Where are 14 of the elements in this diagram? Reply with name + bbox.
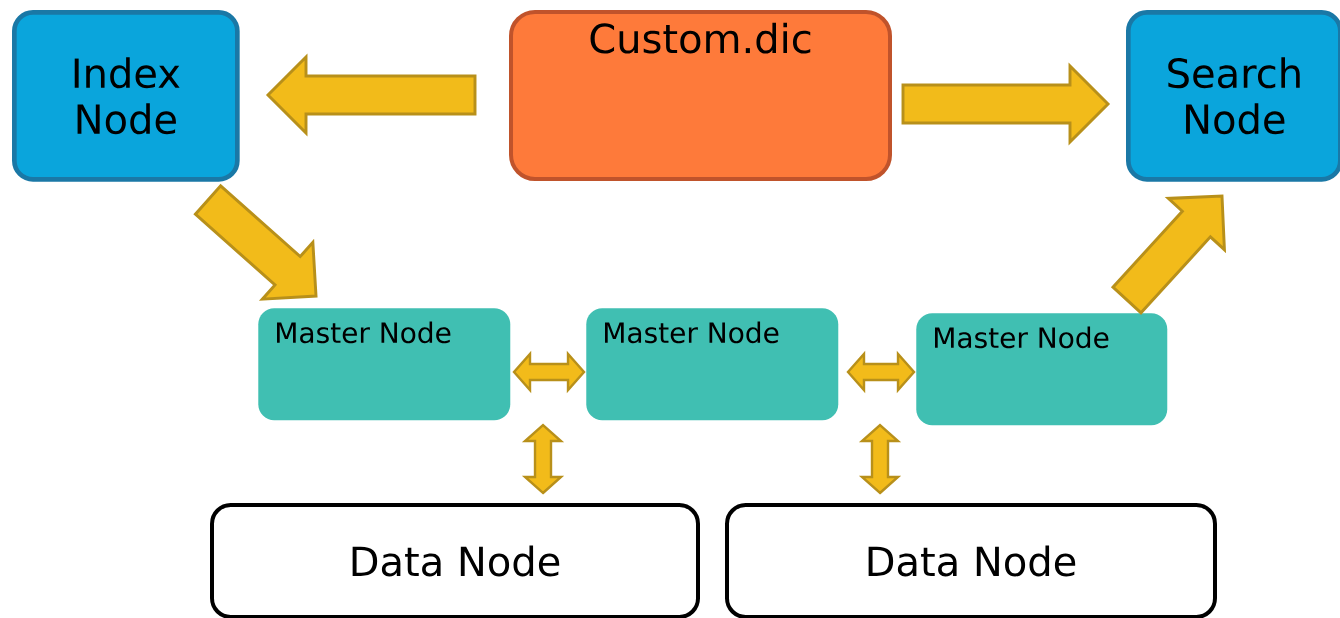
process-box: Custom.dic (509, 10, 892, 181)
block-arrow (846, 350, 916, 394)
process-box: Master Node (916, 313, 1168, 426)
block-arrow (265, 53, 477, 137)
process-box: Data Node (725, 503, 1217, 618)
process-box: Master Node (586, 308, 839, 421)
block-arrow (512, 350, 586, 394)
block-arrow (521, 423, 565, 495)
block-arrow (901, 62, 1111, 146)
process-box: Data Node (210, 503, 700, 618)
process-box: Master Node (258, 308, 511, 421)
block-arrow (858, 423, 902, 495)
process-box: Index Node (12, 10, 240, 182)
process-box: Search Node (1126, 10, 1340, 182)
